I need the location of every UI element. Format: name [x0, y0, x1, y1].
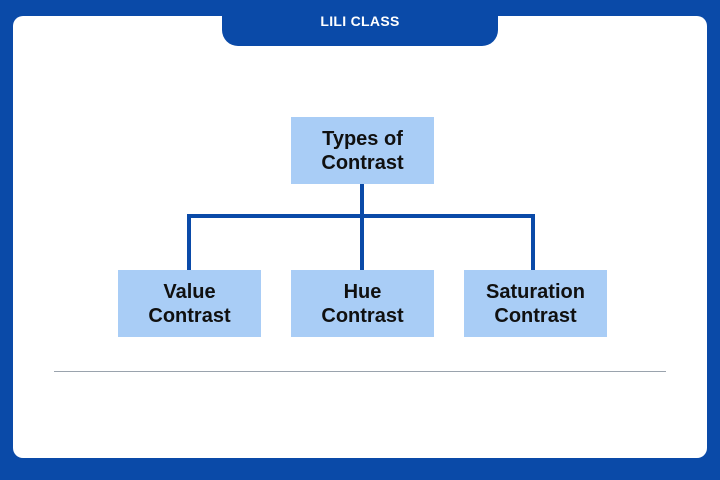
value-node-line1: Value — [163, 280, 216, 303]
bottom-divider — [54, 371, 666, 372]
root-node-line1: Types of — [322, 127, 403, 150]
brand-tab: LILI CLASS — [222, 0, 498, 46]
brand-label: LILI CLASS — [320, 13, 400, 29]
child-node-hue-contrast: Hue Contrast — [291, 270, 434, 337]
value-node-line2: Contrast — [148, 304, 231, 327]
saturation-node-line1: Saturation — [486, 280, 585, 303]
root-node-line2: Contrast — [321, 151, 404, 174]
root-node-types-of-contrast: Types of Contrast — [291, 117, 434, 184]
child-node-saturation-contrast: Saturation Contrast — [464, 270, 607, 337]
hue-node-line1: Hue — [343, 280, 382, 303]
saturation-node-line2: Contrast — [494, 304, 577, 327]
hue-node-line2: Contrast — [321, 304, 404, 327]
child-node-value-contrast: Value Contrast — [118, 270, 261, 337]
